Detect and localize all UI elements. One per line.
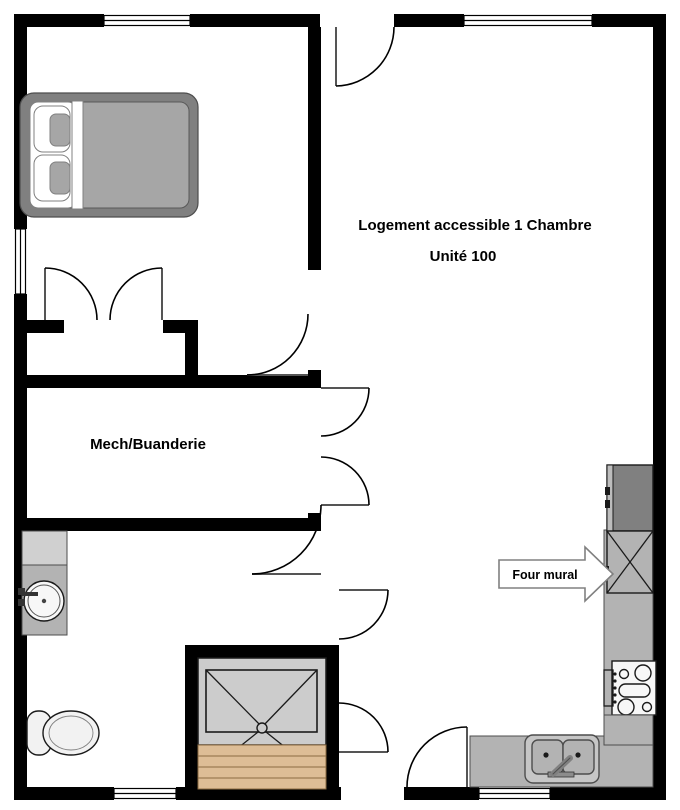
- window-bedroom-left: [14, 228, 27, 295]
- door-rear-patio: [406, 726, 468, 788]
- door-bath-lower: [338, 702, 389, 753]
- door-closet-left: [44, 267, 98, 321]
- window-bedroom-top: [103, 14, 191, 27]
- windows: [14, 14, 593, 800]
- door-bedroom: [246, 313, 309, 376]
- window-living-top: [463, 14, 593, 27]
- bathroom-vanity-sink: [18, 564, 68, 636]
- door-hall-upper-b: [320, 456, 370, 506]
- unit-title-label: Logement accessible 1 Chambre: [358, 217, 591, 234]
- door-hall-upper-a: [320, 387, 370, 437]
- room-labels: Logement accessible 1 Chambre Unité 100 …: [90, 217, 592, 453]
- kitchen-sink: [524, 734, 600, 784]
- bathroom-upper-cabinet: [21, 530, 68, 566]
- roll-in-shower: [197, 657, 327, 790]
- wall-oven-callout: Four mural: [498, 545, 615, 603]
- bed: [19, 92, 199, 218]
- bed-pillows: [33, 105, 71, 202]
- refrigerator: [605, 464, 654, 532]
- unit-number-label: Unité 100: [430, 248, 497, 265]
- shower-steps: [197, 744, 327, 790]
- cooktop-range: [603, 660, 657, 716]
- door-entry-main: [335, 26, 395, 87]
- toilet: [26, 710, 100, 756]
- vanity-faucet: [18, 588, 47, 606]
- door-closet-right: [109, 267, 163, 321]
- door-bath-upper: [338, 589, 389, 640]
- wall-oven-callout-label: Four mural: [512, 568, 577, 582]
- door-laundry: [251, 504, 322, 575]
- window-kitchen-bottom: [478, 787, 551, 800]
- mech-laundry-label: Mech/Buanderie: [90, 436, 206, 453]
- wall-oven: [604, 530, 654, 594]
- window-bathroom-bottom: [113, 787, 177, 800]
- door-swings: [44, 26, 468, 788]
- exterior-walls: [14, 14, 666, 800]
